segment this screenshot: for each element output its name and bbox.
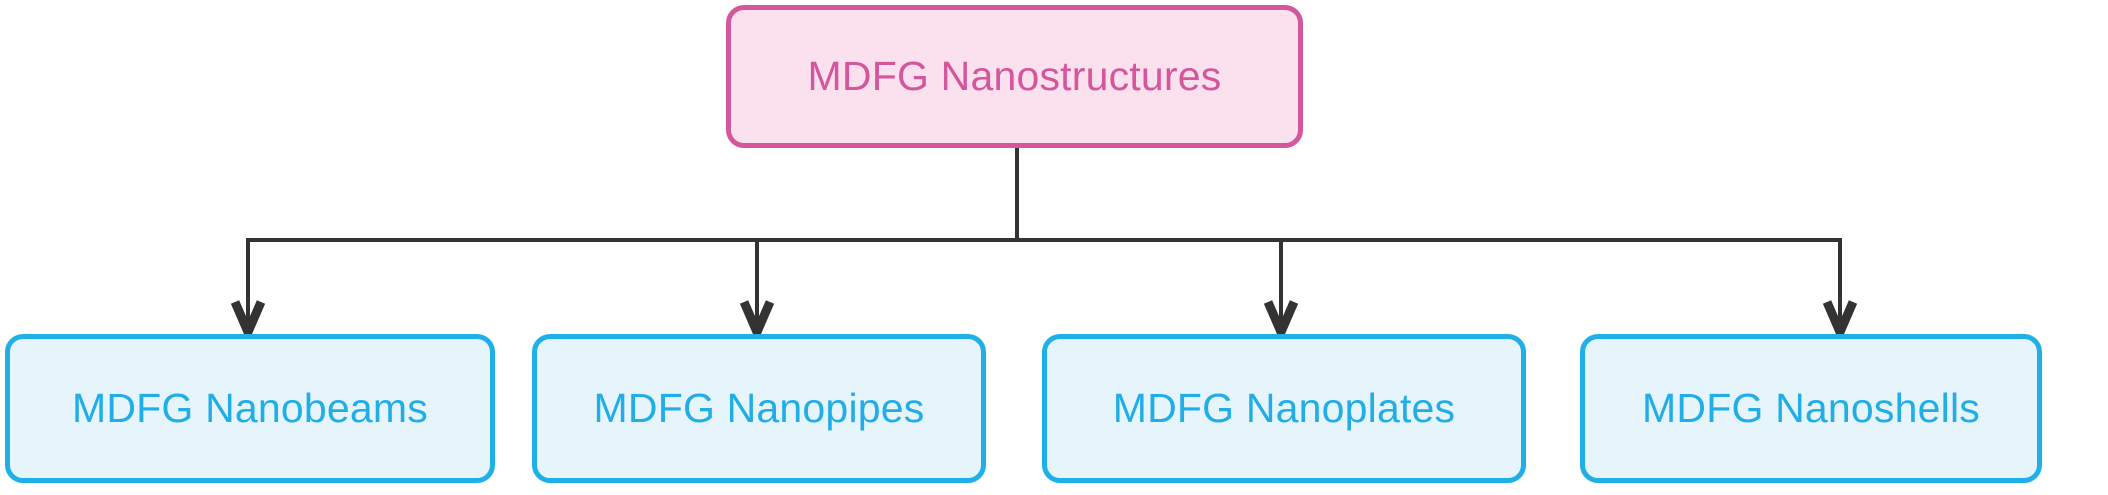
- node-label-nanobeams: MDFG Nanobeams: [72, 384, 428, 431]
- node-mdfg-nanoplates[interactable]: MDFG Nanoplates: [1042, 334, 1526, 483]
- arrowhead-icon-3: [1822, 300, 1858, 344]
- arrowhead-icon-2: [1263, 300, 1299, 344]
- arrowhead-icon-1: [739, 300, 775, 344]
- node-mdfg-nanoshells[interactable]: MDFG Nanoshells: [1580, 334, 2042, 483]
- node-mdfg-nanobeams[interactable]: MDFG Nanobeams: [5, 334, 495, 483]
- node-label-root: MDFG Nanostructures: [807, 52, 1222, 99]
- node-mdfg-nanostructures[interactable]: MDFG Nanostructures: [726, 5, 1303, 148]
- node-label-nanopipes: MDFG Nanopipes: [593, 384, 925, 431]
- arrowhead-icon-0: [230, 300, 266, 344]
- node-label-nanoshells: MDFG Nanoshells: [1642, 384, 1980, 431]
- node-label-nanoplates: MDFG Nanoplates: [1112, 384, 1456, 431]
- node-mdfg-nanopipes[interactable]: MDFG Nanopipes: [532, 334, 986, 483]
